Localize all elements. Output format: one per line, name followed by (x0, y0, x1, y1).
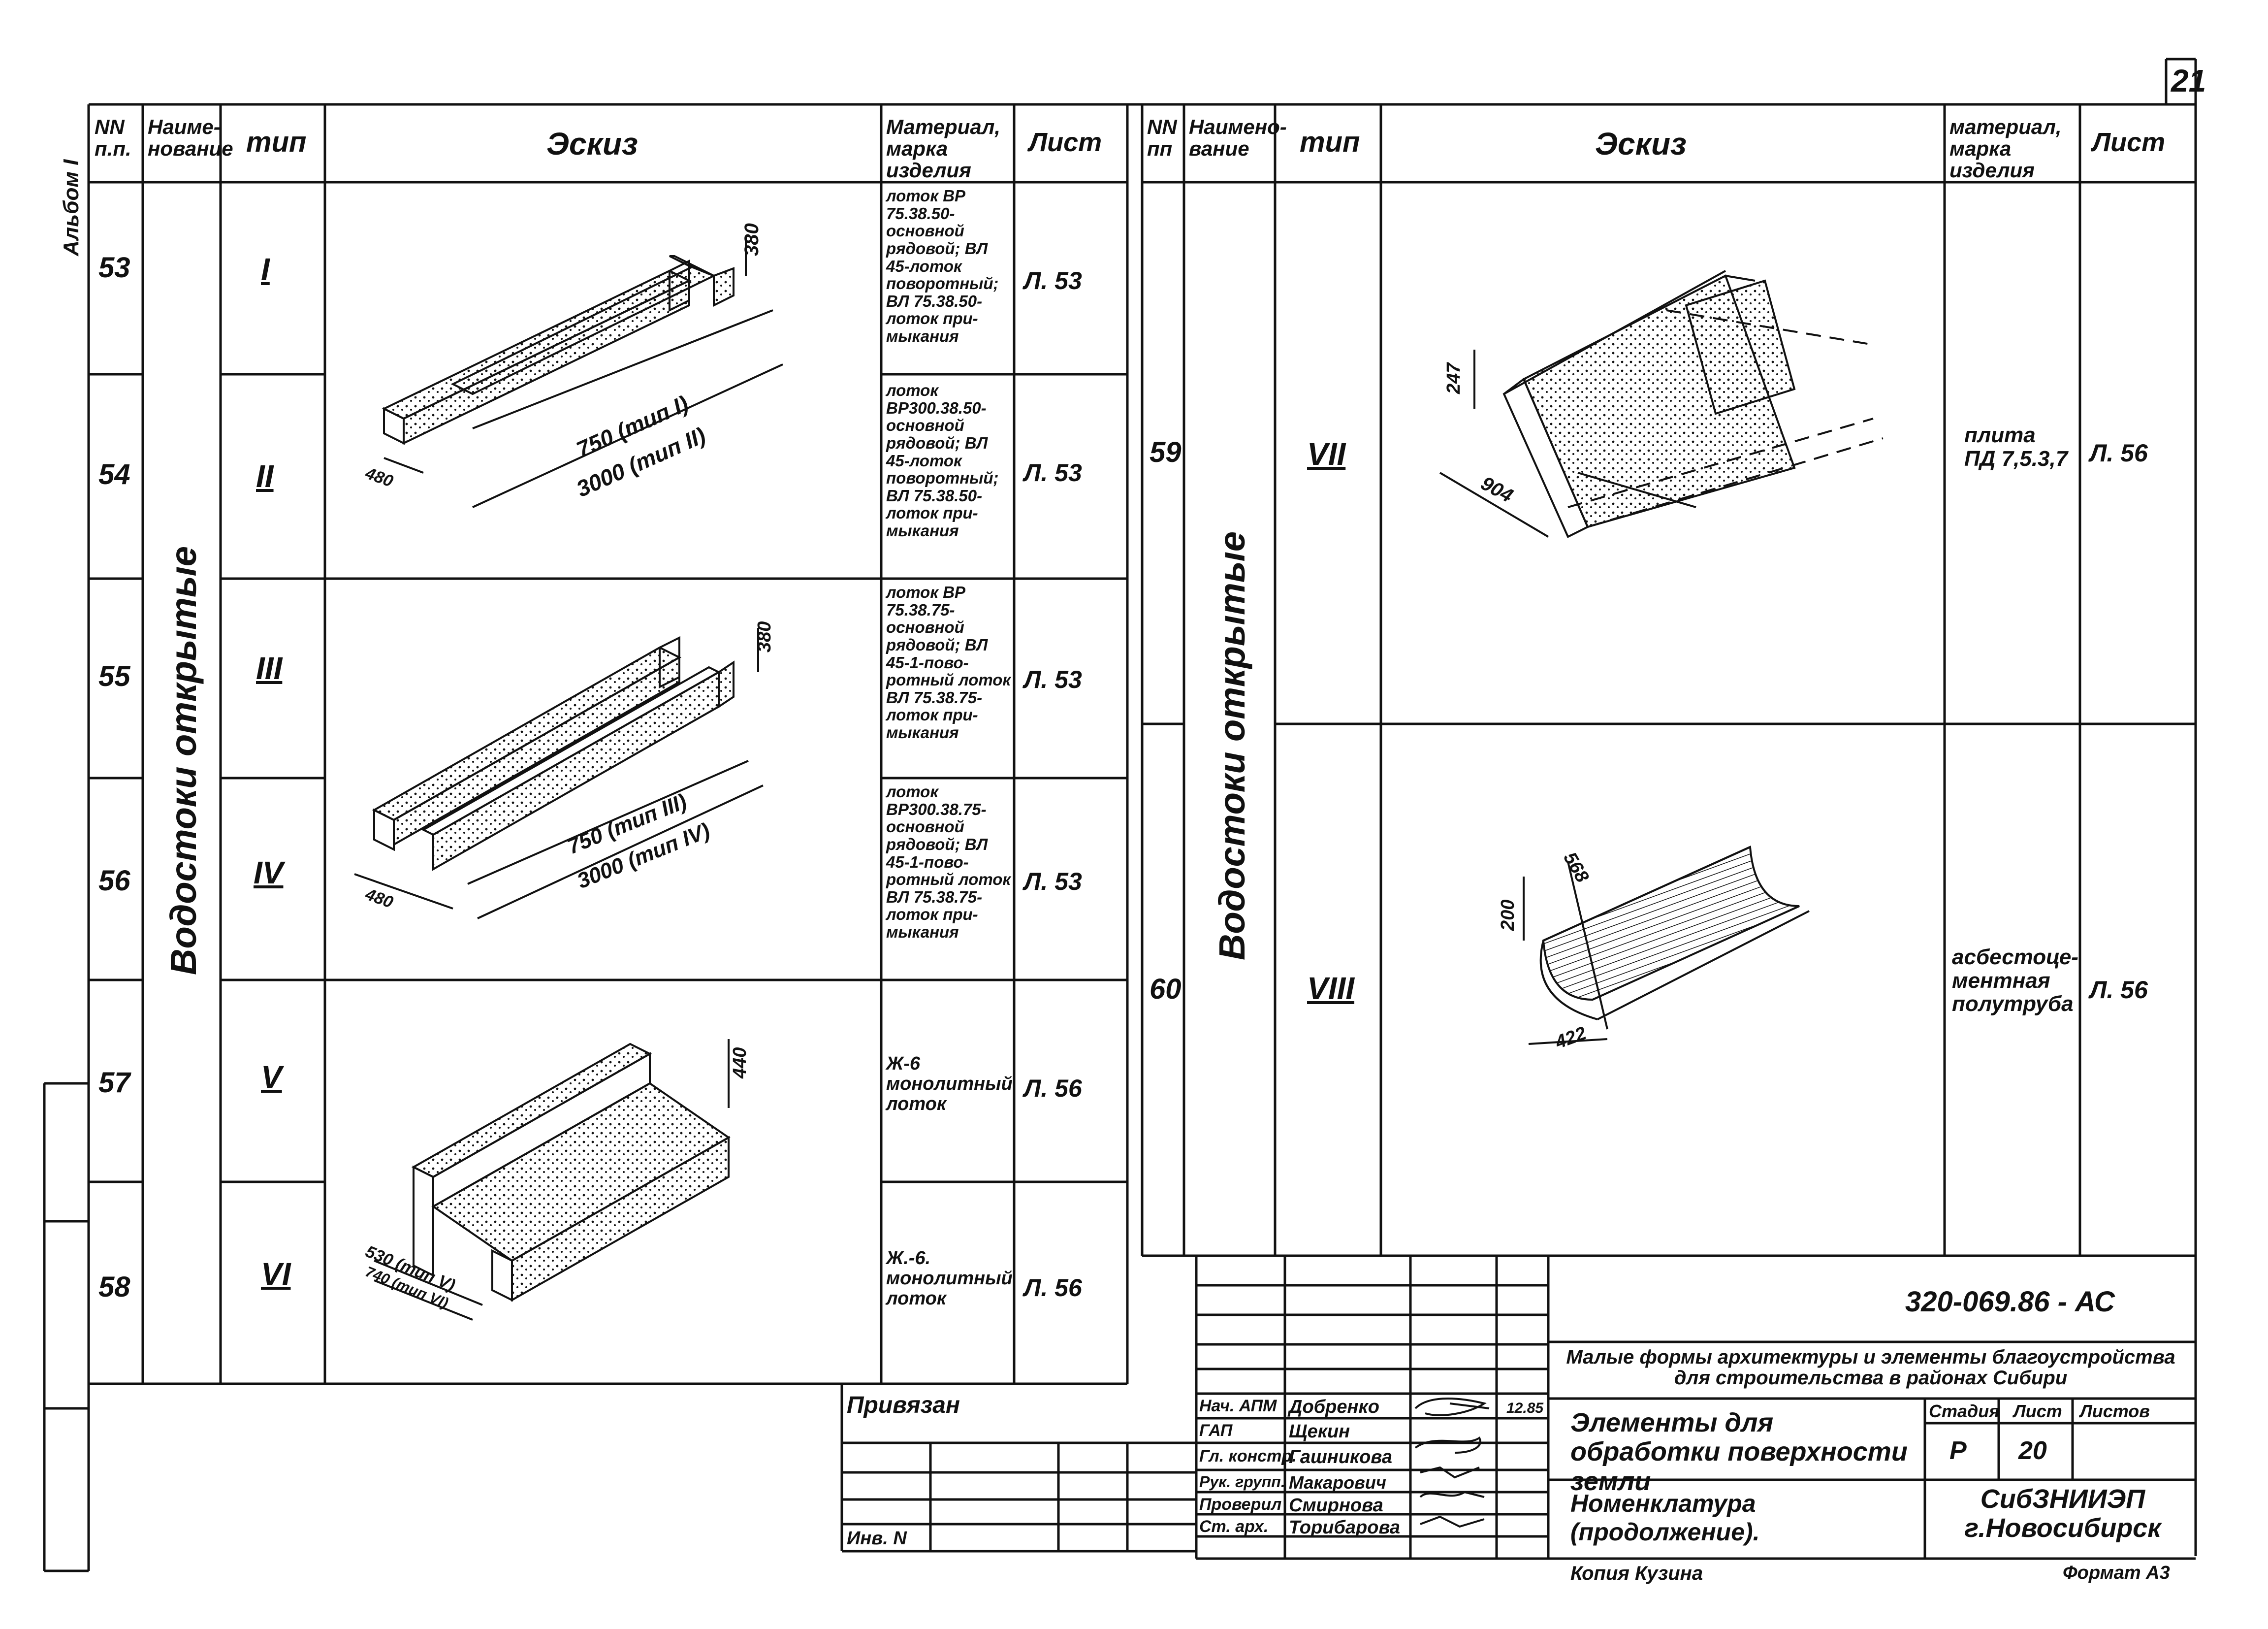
row-type: VIII (1307, 971, 1355, 1006)
right-group-name: Водостоки открытые (1212, 531, 1252, 960)
dim-380b: 380 (754, 621, 775, 652)
header-num: NN п.п. (95, 115, 131, 161)
staff-name: Макарович (1289, 1472, 1386, 1493)
row-num: 54 (98, 458, 130, 490)
section-title: Элементы для обработки поверхности земли (1570, 1408, 1908, 1496)
staff-name: Гашникова (1289, 1447, 1392, 1467)
row-sheet: Л. 56 (1024, 1274, 1082, 1302)
row-type: VI (261, 1256, 291, 1292)
row-sheet: Л. 53 (1024, 267, 1082, 294)
row-sheet: Л. 56 (2090, 976, 2148, 1004)
sheet-value: 20 (2018, 1436, 2047, 1465)
staff-role: Ст. арх. (1199, 1517, 1269, 1536)
header-right-material: материал, марка изделия (1949, 115, 2062, 182)
row-num: 56 (98, 865, 130, 897)
sketch-trays-1-2: 380 750 (тип I) 3000 (тип II) 480 (362, 223, 881, 579)
doc-code: 320-069.86 - АС (1905, 1286, 2115, 1318)
sketch-trays-3-4: 380 750 (тип III) 3000 (тип IV) 480 (325, 621, 775, 980)
drawing-title: Номенклатура (продолжение). (1570, 1490, 1760, 1546)
staff-role: Нач. АПМ (1199, 1397, 1277, 1415)
staff-name: Добренко (1289, 1397, 1379, 1417)
stage-value: Р (1949, 1436, 1967, 1465)
sheets-label: Листов (2080, 1401, 2150, 1421)
row-material: лоток ВР300.38.50-основной рядовой; ВЛ 4… (886, 381, 999, 540)
row-sheet: Л. 53 (1024, 666, 1082, 693)
row-num: 53 (98, 252, 130, 284)
sheet-label: Лист (2013, 1401, 2062, 1421)
project-title: Малые формы архитектуры и элементы благо… (1566, 1346, 2175, 1389)
header-right-num: NN пп (1147, 115, 1177, 161)
row-num: 60 (1150, 973, 1182, 1005)
row-sheet: Л. 53 (1024, 868, 1082, 895)
row-num: 57 (98, 1067, 130, 1099)
row-sheet: Л. 56 (2090, 439, 2148, 467)
page-number: 21 (2171, 63, 2206, 98)
row-material: лоток ВР300.38.75-основной рядовой; ВЛ 4… (886, 782, 1011, 941)
dim-440: 440 (730, 1047, 750, 1079)
row-material: Ж.-6. монолитный лоток (886, 1248, 1013, 1309)
header-type: тип (246, 126, 307, 158)
signatures (1410, 1394, 1499, 1541)
dim-480b: 480 (362, 884, 395, 912)
row-type: II (256, 458, 274, 494)
header-right-type: тип (1300, 126, 1360, 158)
row-material: асбестоце-ментная полутруба (1952, 945, 2078, 1016)
header-name: Наиме-нование (148, 115, 233, 161)
dim-422: 422 (1552, 1023, 1589, 1053)
row-type: IV (254, 855, 284, 890)
header-right-sketch: Эскиз (1595, 126, 1687, 162)
row-material: Ж-6 монолитный лоток (886, 1053, 1013, 1115)
sketch-slab: 247 904 (1381, 182, 1945, 724)
staff-role: Рук. групп. (1199, 1473, 1285, 1491)
stage-label: Стадия (1929, 1401, 2000, 1421)
header-right-name: Наимено-вание (1189, 115, 1287, 161)
header-sketch: Эскиз (546, 126, 638, 162)
row-sheet: Л. 53 (1024, 459, 1082, 487)
dim-247: 247 (1443, 362, 1464, 394)
album-label: Альбом I (59, 159, 83, 256)
row-num: 59 (1150, 436, 1182, 468)
bottom-left-note: Копия Кузина (1570, 1563, 1703, 1584)
row-num: 58 (98, 1271, 130, 1303)
inv-label: Инв. N (847, 1528, 907, 1549)
row-sheet: Л. 56 (1024, 1075, 1082, 1102)
row-type: VII (1307, 436, 1346, 472)
dim-568: 568 (1559, 849, 1593, 887)
date-value: 12.85 (1506, 1400, 1544, 1416)
staff-name: Торибарова (1289, 1517, 1401, 1538)
sketch-half-pipe: 568 200 422 (1498, 724, 1945, 1053)
bottom-right-note: Формат А3 (2063, 1563, 2170, 1583)
row-material: плита ПД 7,5.3,7 (1964, 423, 2068, 471)
dim-480a: 480 (362, 463, 395, 490)
staff-name: Смирнова (1289, 1495, 1383, 1516)
left-group-name: Водостоки открытые (163, 546, 204, 975)
staff-role: ГАП (1199, 1421, 1233, 1440)
header-sheet: Лист (1029, 128, 1102, 157)
header-material: Материал, марка изделия (886, 115, 1000, 182)
row-num: 55 (98, 660, 130, 692)
row-type: I (261, 252, 270, 287)
row-material: лоток ВР 75.38.75-основной рядовой; ВЛ 4… (886, 583, 1011, 742)
row-material: лоток ВР 75.38.50-основной рядовой; ВЛ 4… (886, 187, 999, 345)
org-name: СибЗНИИЭП г.Новосибирск (1964, 1484, 2161, 1543)
dim-380a: 380 (741, 223, 763, 256)
staff-role: Гл. констр. (1199, 1447, 1297, 1466)
row-type: III (256, 651, 283, 686)
staff-role: Проверил (1199, 1495, 1282, 1514)
staff-name: Щекин (1289, 1421, 1350, 1442)
bound-label: Привязан (847, 1392, 960, 1418)
dim-904: 904 (1477, 472, 1517, 507)
header-right-sheet: Лист (2092, 128, 2166, 157)
sketch-trays-5-6: 440 530 (тип V) 740 (тип VI) (363, 980, 750, 1384)
row-type: V (261, 1059, 282, 1095)
dim-200: 200 (1498, 900, 1518, 931)
